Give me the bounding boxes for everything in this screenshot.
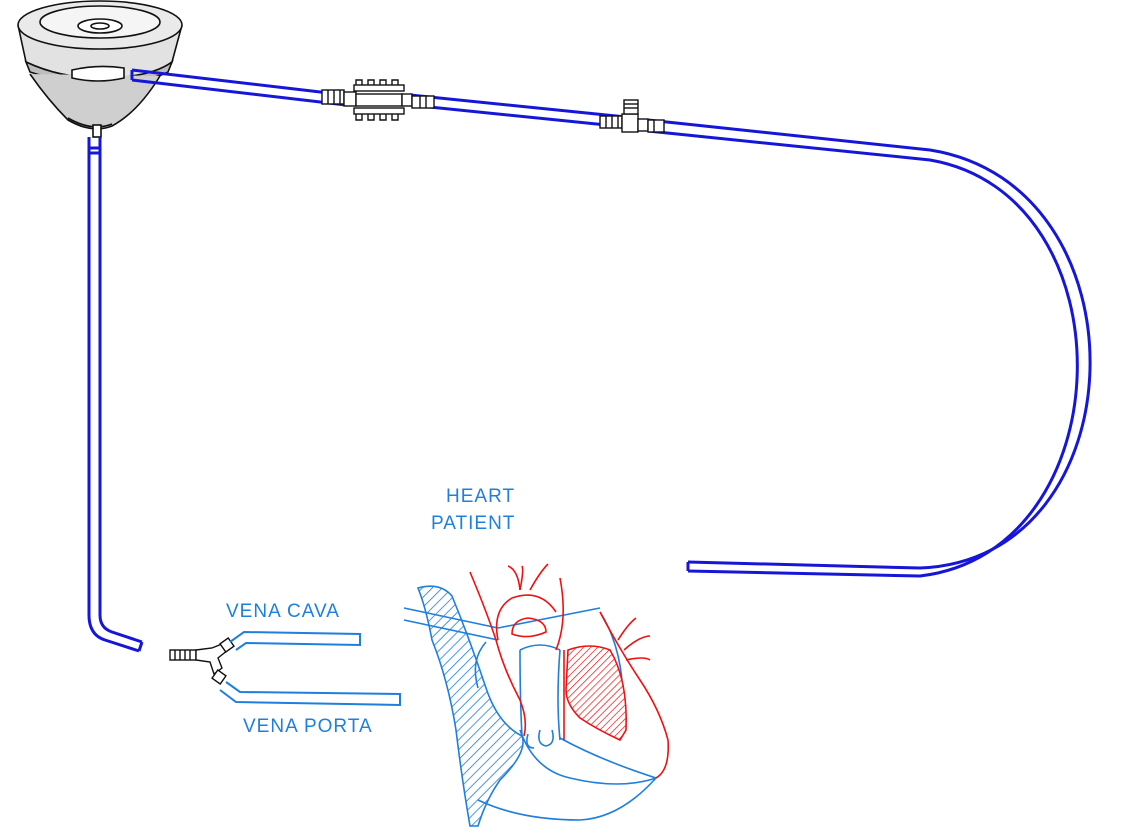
cannula-vena-porta xyxy=(219,681,401,707)
cannulae xyxy=(219,630,401,707)
cannula-vena-cava xyxy=(229,630,361,651)
tube-loop xyxy=(647,118,1092,570)
vena-cava-label: VENA CAVA xyxy=(226,601,340,622)
tube-segment-top-middle xyxy=(409,93,627,119)
heart-artery-outline xyxy=(469,563,670,779)
tube-connector xyxy=(321,79,435,121)
y-connector xyxy=(169,637,235,685)
tube-vertical xyxy=(87,137,140,653)
tube-segment-top-left xyxy=(131,68,347,97)
left-atrium-region xyxy=(565,645,627,742)
vena-porta-label: VENA PORTA xyxy=(243,716,373,737)
heart-illustration xyxy=(403,563,670,827)
heart-label-line1: HEART xyxy=(446,486,516,507)
tubing xyxy=(87,68,1092,653)
heart-vein-outline xyxy=(403,607,657,821)
reservoir xyxy=(17,0,183,138)
heart-label-line2: PATIENT xyxy=(431,513,516,534)
vena-cava-region xyxy=(416,585,524,827)
stopcock-valve xyxy=(599,99,665,133)
